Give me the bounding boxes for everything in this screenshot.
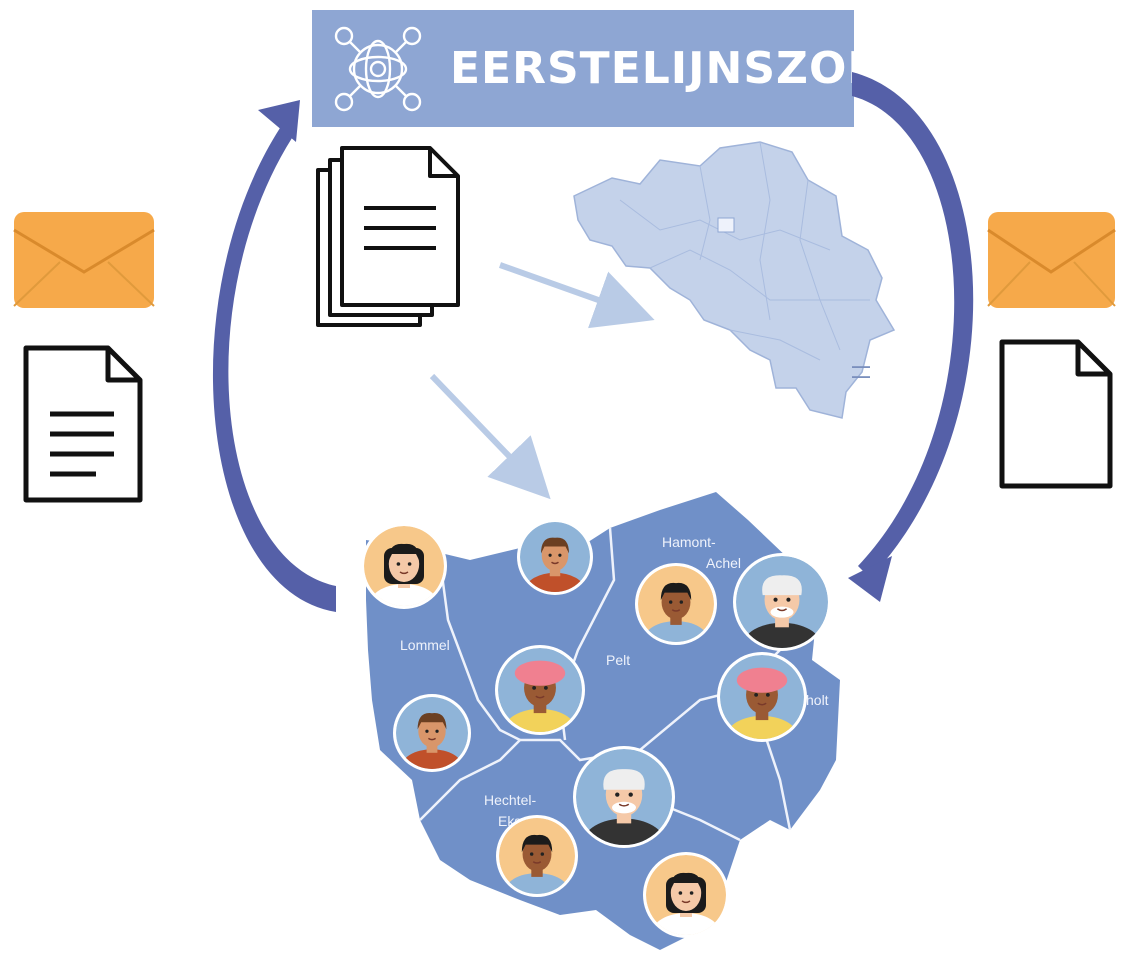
region-map: Lommel Pelt Hamont- Achel Hechtel- Eksel… bbox=[366, 492, 840, 950]
eerstelijnszone-banner: EERSTELIJNSZONE bbox=[312, 10, 915, 127]
avatar-6 bbox=[717, 652, 807, 742]
avatar-2 bbox=[517, 519, 593, 595]
label-achel: Achel bbox=[706, 555, 741, 571]
svg-text:▬▬▬: ▬▬▬ bbox=[852, 364, 870, 370]
avatar-1 bbox=[361, 523, 447, 609]
right-cycle-arrow bbox=[848, 72, 974, 602]
left-cycle-arrow bbox=[212, 100, 336, 612]
avatar-3 bbox=[635, 563, 717, 645]
left-envelope-icon bbox=[13, 212, 155, 308]
avatar-10 bbox=[643, 852, 729, 938]
avatar-9 bbox=[496, 815, 578, 897]
overlapping-circles-logo-icon bbox=[334, 26, 422, 112]
avatar-8 bbox=[573, 746, 675, 848]
right-envelope-icon bbox=[987, 212, 1116, 308]
svg-text:▬▬▬: ▬▬▬ bbox=[852, 374, 870, 380]
avatar-4 bbox=[733, 553, 831, 651]
avatar-5 bbox=[495, 645, 585, 735]
label-pelt: Pelt bbox=[606, 652, 630, 668]
label-lommel: Lommel bbox=[400, 637, 450, 653]
label-hamont: Hamont- bbox=[662, 534, 716, 550]
right-blank-document-icon bbox=[999, 339, 1113, 489]
label-hechtel: Hechtel- bbox=[484, 792, 536, 808]
label-bocholt-partial: holt bbox=[806, 692, 829, 708]
avatar-7 bbox=[393, 694, 471, 772]
document-stack-icon bbox=[316, 146, 460, 327]
banner-title: EERSTELIJNSZONE bbox=[450, 43, 917, 94]
arrow-to-region-map bbox=[429, 373, 551, 500]
left-document-lines-icon bbox=[23, 345, 143, 503]
belgium-map-icon: ▬▬▬ ▬▬▬ bbox=[573, 141, 896, 419]
arrow-to-belgium-map bbox=[498, 262, 655, 329]
